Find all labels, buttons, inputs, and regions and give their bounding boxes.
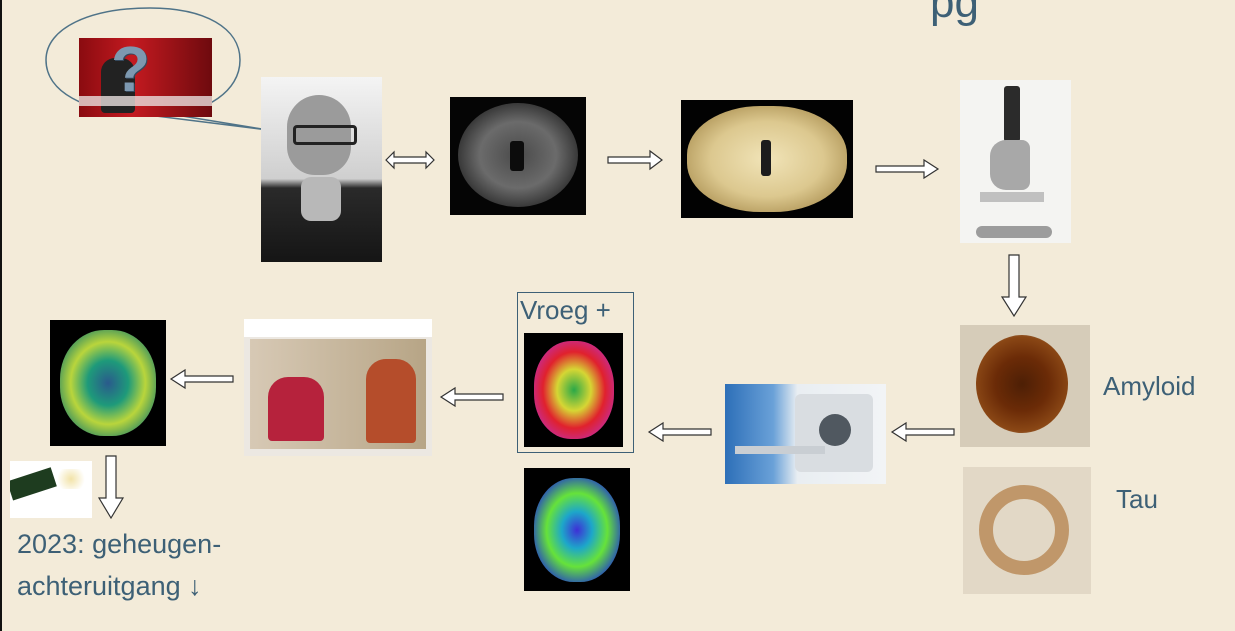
negative-pet-scan-image <box>50 320 166 446</box>
slide-title-fragment: pg <box>930 0 979 27</box>
left-arrow-icon <box>439 386 504 408</box>
amyloid-plaque-image <box>960 325 1090 447</box>
patient-portrait-image <box>261 77 382 262</box>
microscope-image <box>960 80 1071 243</box>
down-arrow-icon <box>97 455 125 520</box>
slide-left-border <box>0 0 2 631</box>
tau-tangle-image <box>963 467 1091 594</box>
pet-scanner-image <box>725 384 886 484</box>
early-detection-box <box>517 292 634 453</box>
tau-label: Tau <box>1116 484 1158 514</box>
memory-decline-line2: achteruitgang ↓ <box>17 571 202 601</box>
tv-broadcast-image: ? <box>79 38 212 117</box>
brain-mri-image <box>450 97 586 215</box>
left-arrow-icon <box>169 368 234 390</box>
early-plus-label: Vroeg + <box>520 295 611 325</box>
down-arrow-icon <box>1000 254 1028 318</box>
tau-pet-scan-image <box>524 468 630 591</box>
right-arrow-icon <box>875 158 940 180</box>
champagne-bottle-image <box>10 461 92 518</box>
amyloid-pet-scan-image <box>524 333 623 447</box>
double-arrow-icon <box>385 150 435 170</box>
left-arrow-icon <box>647 421 712 443</box>
brain-slice-image <box>681 100 853 218</box>
question-mark-icon: ? <box>111 38 151 105</box>
infusion-treatment-image <box>244 319 432 456</box>
speech-bubble <box>45 7 269 131</box>
left-arrow-icon <box>890 421 955 443</box>
right-arrow-icon <box>607 149 663 171</box>
amyloid-label: Amyloid <box>1103 371 1196 401</box>
memory-decline-line1: 2023: geheugen- <box>17 529 222 559</box>
